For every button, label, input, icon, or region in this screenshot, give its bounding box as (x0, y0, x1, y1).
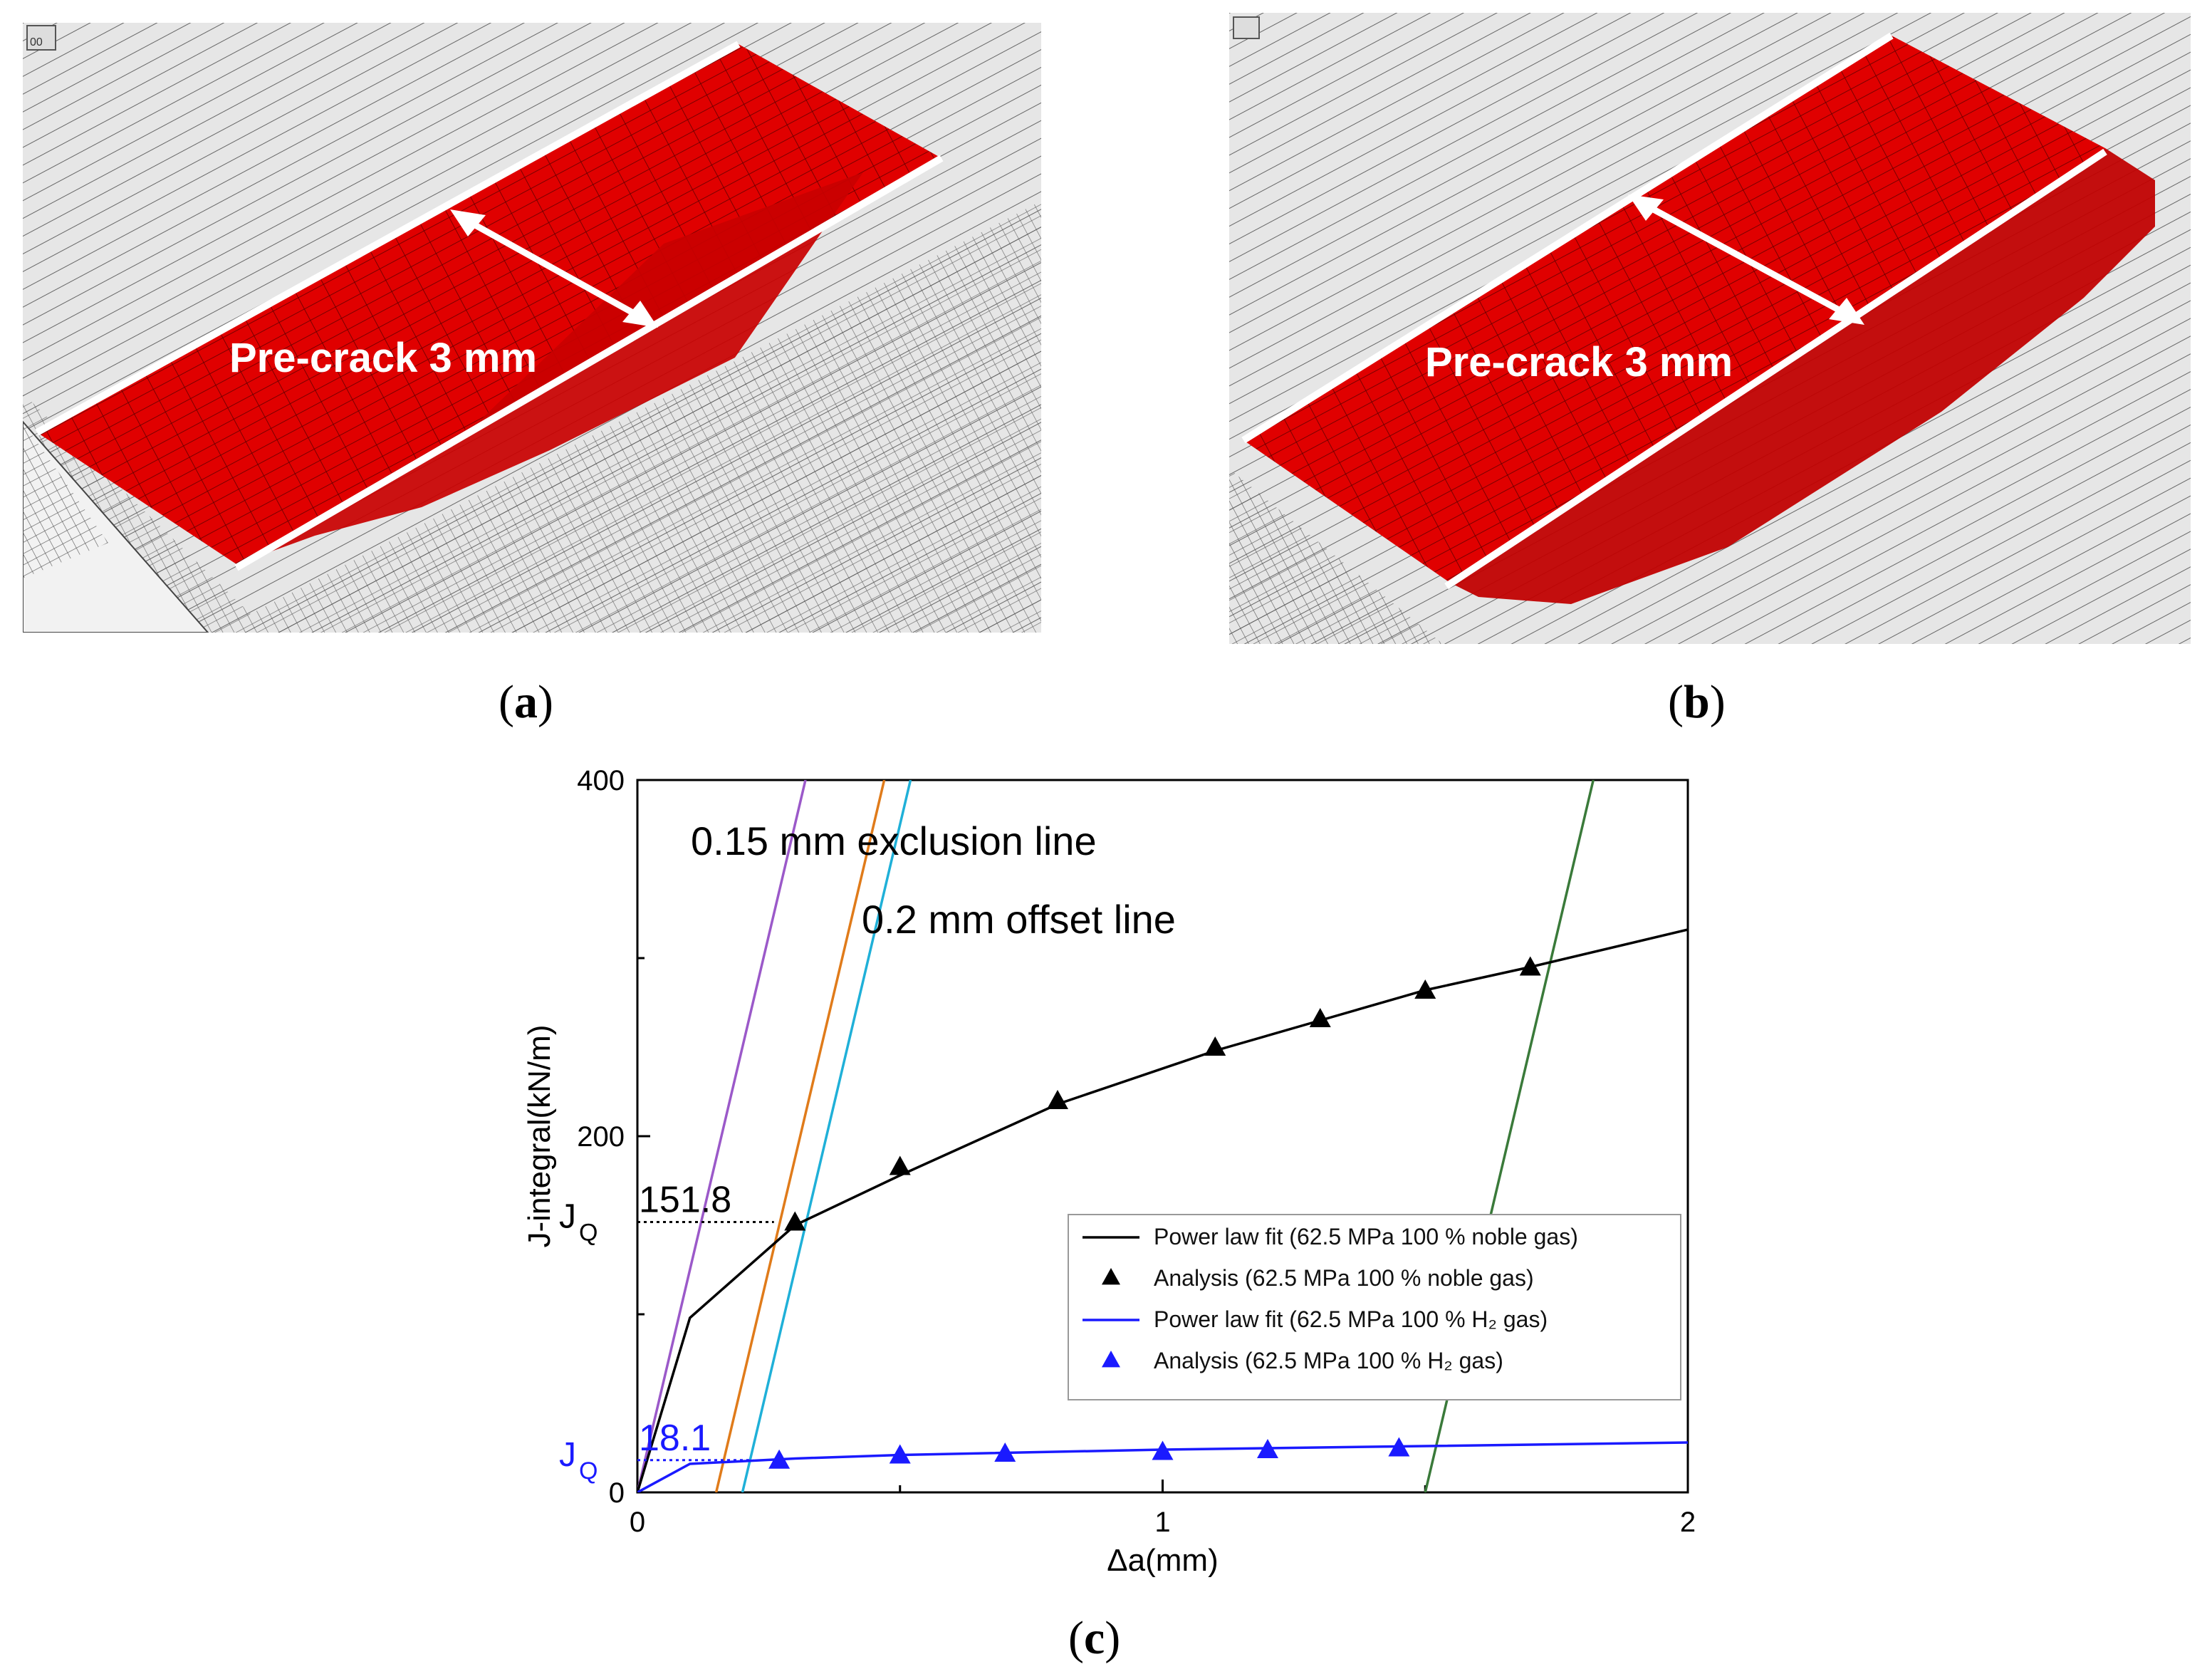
jq-symbol: J (559, 1198, 576, 1236)
mesh-corner-grid (23, 422, 108, 578)
jq-symbol: J (559, 1436, 576, 1474)
legend-marker-swatch (1102, 1351, 1120, 1368)
jq-subscript: Q (579, 1220, 598, 1247)
crack-region-red (37, 44, 941, 564)
legend-entry-label: Power law fit (62.5 MPa 100 % noble gas) (1154, 1224, 1578, 1249)
x-axis-label: Δa(mm) (1107, 1543, 1218, 1578)
ui-marker-box-a (26, 25, 56, 51)
x-tick-label: 2 (1680, 1507, 1696, 1538)
mesh-corner-grid (1229, 469, 1443, 644)
series-line (637, 928, 1688, 1492)
jq-value-label: 151.8 (639, 1180, 731, 1221)
data-point-triangle (1204, 1036, 1226, 1056)
precrack-annotation-a: Pre-crack 3 mm (229, 335, 537, 381)
precrack-arrow-shaft (455, 212, 652, 325)
data-point-triangle (994, 1443, 1016, 1462)
legend-marker-swatch (1102, 1268, 1120, 1285)
jq-value-label: 18.1 (639, 1418, 711, 1459)
precrack-arrow-shaft (1633, 197, 1858, 322)
precrack-line-bottom (234, 155, 944, 571)
x-tick-label: 1 (1154, 1507, 1170, 1538)
y-axis-label: J-integral(kN/m) (522, 1025, 557, 1248)
construction-line-label: 0.15 mm exclusion line (691, 818, 1097, 863)
panel-a-mesh-image: Pre-crack 3 mm 00 (23, 23, 1041, 633)
mesh-corner-block (23, 420, 209, 633)
crack-growth-region (236, 172, 863, 564)
data-point-triangle (784, 1211, 806, 1231)
panel-b-label: (b) (1668, 676, 1726, 728)
panel-a-label: (a) (499, 676, 553, 728)
y-tick-label: 0 (609, 1477, 625, 1509)
y-tick-label: 400 (577, 765, 625, 796)
data-point-triangle (1152, 1440, 1174, 1460)
x-tick-label: 0 (630, 1507, 645, 1538)
precrack-arrow-head-start (1628, 194, 1664, 221)
construction-line (741, 780, 912, 1492)
legend-entry-label: Analysis (62.5 MPa 100 % H₂ gas) (1154, 1348, 1503, 1373)
legend-entry-label: Analysis (62.5 MPa 100 % noble gas) (1154, 1265, 1534, 1291)
data-point-triangle (1388, 1437, 1410, 1457)
y-tick-label: 200 (577, 1121, 625, 1153)
data-point-triangle (889, 1444, 911, 1464)
ui-marker-box-b (1233, 16, 1260, 39)
data-point-triangle (1309, 1008, 1331, 1027)
construction-line (637, 780, 807, 1492)
data-point-triangle (1519, 956, 1541, 976)
construction-line-label: 0.2 mm offset line (862, 897, 1176, 942)
mesh-b-svg: Pre-crack 3 mm (1229, 13, 2191, 644)
precrack-arrow-head-end (622, 301, 658, 328)
precrack-annotation-b: Pre-crack 3 mm (1425, 339, 1733, 385)
precrack-arrow-head-start (450, 209, 486, 236)
data-point-triangle (889, 1155, 911, 1175)
mesh-lower-grid (23, 201, 1041, 633)
precrack-line-bottom (1444, 148, 2107, 590)
precrack-arrow-head-end (1829, 298, 1864, 325)
data-point-triangle (1047, 1090, 1068, 1109)
precrack-line-top (35, 41, 741, 436)
precrack-line-top (1241, 32, 1894, 444)
jq-subscript: Q (579, 1457, 598, 1485)
crack-region-red (1243, 36, 2105, 583)
mesh-a-svg: Pre-crack 3 mm 00 (23, 23, 1041, 633)
crack-growth-region (1450, 148, 2155, 604)
legend-entry-label: Power law fit (62.5 MPa 100 % H₂ gas) (1154, 1306, 1548, 1332)
panel-c-label: (c) (1068, 1612, 1121, 1664)
ui-marker-text-a: 00 (30, 36, 43, 48)
data-point-triangle (1414, 979, 1436, 999)
data-point-triangle (768, 1449, 791, 1469)
construction-line (714, 780, 886, 1492)
data-point-triangle (1257, 1439, 1278, 1458)
panel-b-mesh-image: Pre-crack 3 mm (1229, 13, 2191, 644)
legend-box (1068, 1214, 1681, 1400)
